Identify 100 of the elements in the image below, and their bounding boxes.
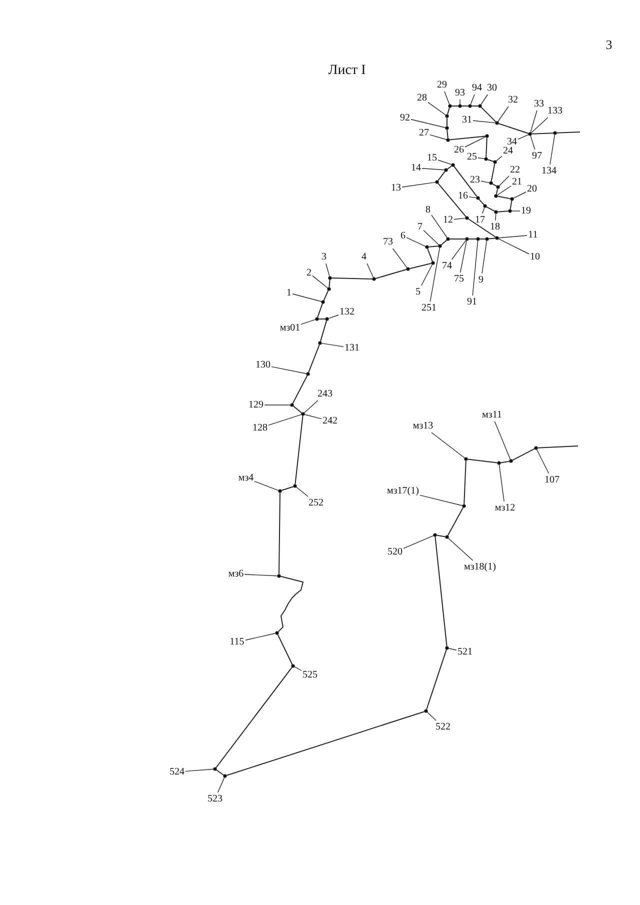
leader-line xyxy=(448,648,457,650)
leader-line xyxy=(403,535,434,549)
leader-line xyxy=(271,366,307,374)
cable-line xyxy=(447,107,450,115)
point-label: мз11 xyxy=(482,410,502,420)
leader-line xyxy=(478,158,485,160)
cable-line xyxy=(278,492,280,575)
cable-line xyxy=(438,170,446,182)
junction-point xyxy=(464,457,468,461)
cable-line xyxy=(496,188,498,195)
cable-line xyxy=(328,279,330,288)
point-label: 18 xyxy=(490,222,500,232)
junction-point xyxy=(291,664,295,668)
junction-point xyxy=(465,237,469,241)
junction-point xyxy=(301,412,305,416)
junction-point xyxy=(438,244,442,248)
point-label: 16 xyxy=(458,190,468,202)
junction-point xyxy=(484,157,488,161)
junction-point xyxy=(462,504,466,508)
leader-line xyxy=(410,119,446,128)
junction-point xyxy=(476,237,480,241)
point-label: 134 xyxy=(542,166,556,176)
junction-point xyxy=(445,114,449,118)
junction-point xyxy=(509,459,513,463)
cable-line xyxy=(479,238,486,240)
junction-point xyxy=(508,209,512,213)
junction-point xyxy=(483,204,487,208)
point-label: 17 xyxy=(475,214,485,226)
junction-point xyxy=(496,185,500,189)
junction-point xyxy=(451,163,455,167)
point-label: 5 xyxy=(416,286,420,298)
junction-point xyxy=(465,216,469,220)
leader-line xyxy=(185,768,214,772)
point-label: 30 xyxy=(487,82,497,94)
leader-line xyxy=(498,235,528,238)
point-label: 3 xyxy=(322,252,326,262)
cable-line xyxy=(468,238,477,240)
cable-line xyxy=(434,536,448,647)
cable-line xyxy=(488,238,496,240)
junction-point xyxy=(406,267,410,271)
point-label: 19 xyxy=(521,206,531,216)
leader-line xyxy=(254,480,279,491)
junction-point xyxy=(528,132,532,136)
leader-line xyxy=(421,264,433,286)
point-label: 33 xyxy=(534,98,544,110)
leader-line xyxy=(511,210,520,212)
junction-point xyxy=(277,574,281,578)
junction-point xyxy=(510,197,514,201)
junction-point xyxy=(306,372,310,376)
point-label: 34 xyxy=(507,136,517,148)
leader-line xyxy=(292,294,322,302)
point-label: 7 xyxy=(418,222,422,232)
leader-line xyxy=(245,633,276,640)
point-label: 93 xyxy=(455,88,465,98)
leader-line xyxy=(300,319,316,325)
leader-line xyxy=(498,106,509,122)
cable-line xyxy=(486,206,495,212)
cable-line xyxy=(278,576,304,632)
junction-point xyxy=(446,237,450,241)
cable-line xyxy=(478,198,484,206)
leader-line xyxy=(518,134,529,140)
point-label: мз18(1) xyxy=(464,562,496,572)
point-label: 243 xyxy=(318,388,332,400)
junction-point xyxy=(325,317,329,321)
point-label: 521 xyxy=(458,646,472,658)
junction-point xyxy=(433,533,437,537)
junction-point xyxy=(494,210,498,214)
leader-line xyxy=(430,134,447,140)
point-label: 8 xyxy=(426,204,430,216)
junction-point xyxy=(445,126,449,130)
cable-line xyxy=(323,290,329,301)
junction-point xyxy=(293,484,297,488)
point-label: 9 xyxy=(478,274,484,286)
leader-line xyxy=(460,240,467,273)
leader-line xyxy=(530,110,538,133)
leader-line xyxy=(530,135,536,150)
junction-point xyxy=(318,341,322,345)
sheet-title: Лист I xyxy=(328,63,366,79)
point-label: мз01 xyxy=(280,322,300,334)
point-label: 74 xyxy=(442,260,452,272)
junction-point xyxy=(495,121,499,125)
leader-line xyxy=(423,230,440,246)
leader-line xyxy=(321,342,344,348)
junction-point xyxy=(445,535,449,539)
point-label: 131 xyxy=(344,342,360,354)
junction-point xyxy=(534,446,538,450)
point-label: мз4 xyxy=(238,472,254,484)
leader-line xyxy=(366,263,374,278)
leader-line xyxy=(448,538,474,561)
leader-line xyxy=(530,117,548,134)
point-label: 2 xyxy=(306,268,312,278)
cable-line xyxy=(449,238,466,240)
cable-line xyxy=(492,183,497,187)
point-label: 133 xyxy=(548,106,562,116)
leader-line xyxy=(498,176,510,186)
cable-line xyxy=(467,458,498,464)
point-label: 21 xyxy=(512,176,522,188)
point-label: 29 xyxy=(437,80,447,90)
point-label: 520 xyxy=(388,546,402,558)
leader-line xyxy=(536,449,550,474)
